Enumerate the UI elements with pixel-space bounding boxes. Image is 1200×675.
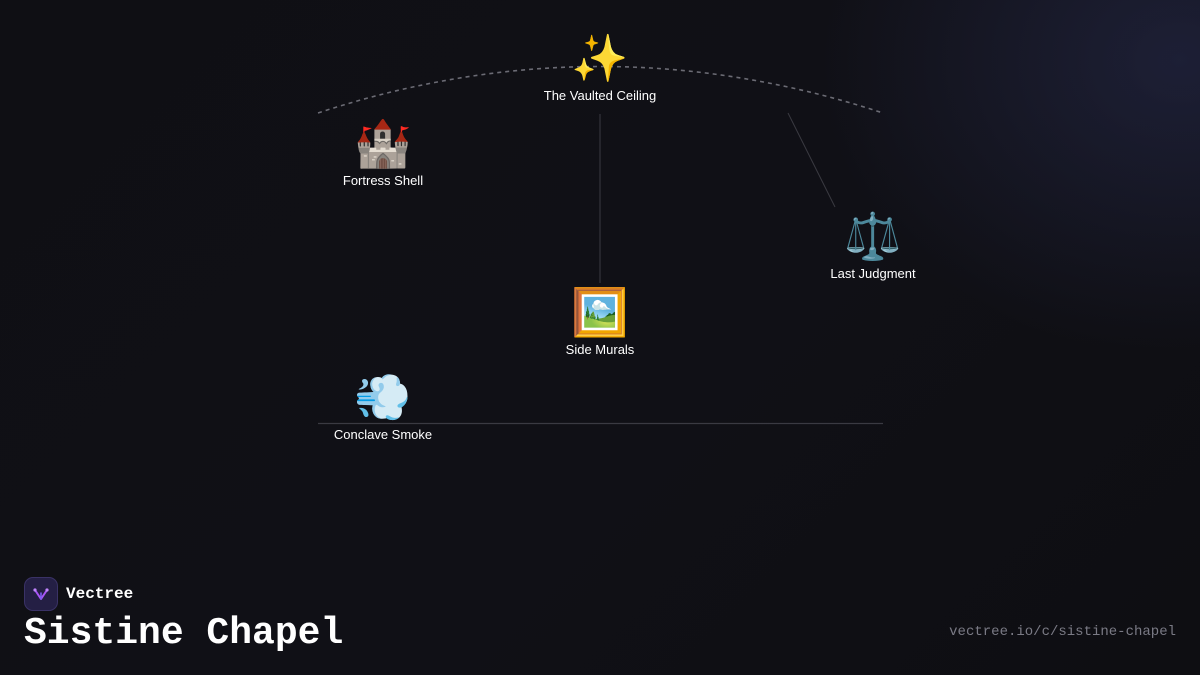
sparkles-icon: ✨: [571, 32, 629, 84]
node-label: The Vaulted Ceiling: [543, 88, 657, 103]
scales-icon: ⚖️: [844, 210, 902, 262]
vectree-logo-icon: [24, 577, 58, 611]
node-side-murals[interactable]: 🖼️ Side Murals: [510, 284, 690, 357]
brand: Vectree: [24, 577, 133, 611]
node-label: Side Murals: [565, 342, 635, 357]
vectree-logo-mark: [33, 588, 49, 600]
node-vaulted-ceiling[interactable]: ✨ The Vaulted Ceiling: [510, 30, 690, 103]
page-title: Sistine Chapel: [24, 612, 344, 655]
brand-name: Vectree: [66, 585, 134, 603]
node-conclave-smoke[interactable]: 💨 Conclave Smoke: [293, 369, 473, 442]
page-url-link[interactable]: vectree.io/c/sistine-chapel: [949, 624, 1176, 640]
node-label: Last Judgment: [830, 266, 916, 281]
framed-picture-icon: 🖼️: [571, 286, 629, 338]
node-label: Conclave Smoke: [333, 427, 433, 442]
node-label: Fortress Shell: [342, 173, 424, 188]
smoke-icon: 💨: [354, 371, 412, 423]
castle-icon: 🏰: [354, 117, 412, 169]
connector-arch-to-judgment: [787, 112, 836, 208]
node-last-judgment[interactable]: ⚖️ Last Judgment: [783, 208, 963, 281]
node-fortress-shell[interactable]: 🏰 Fortress Shell: [293, 115, 473, 188]
vault-arch-curve: [317, 65, 884, 114]
